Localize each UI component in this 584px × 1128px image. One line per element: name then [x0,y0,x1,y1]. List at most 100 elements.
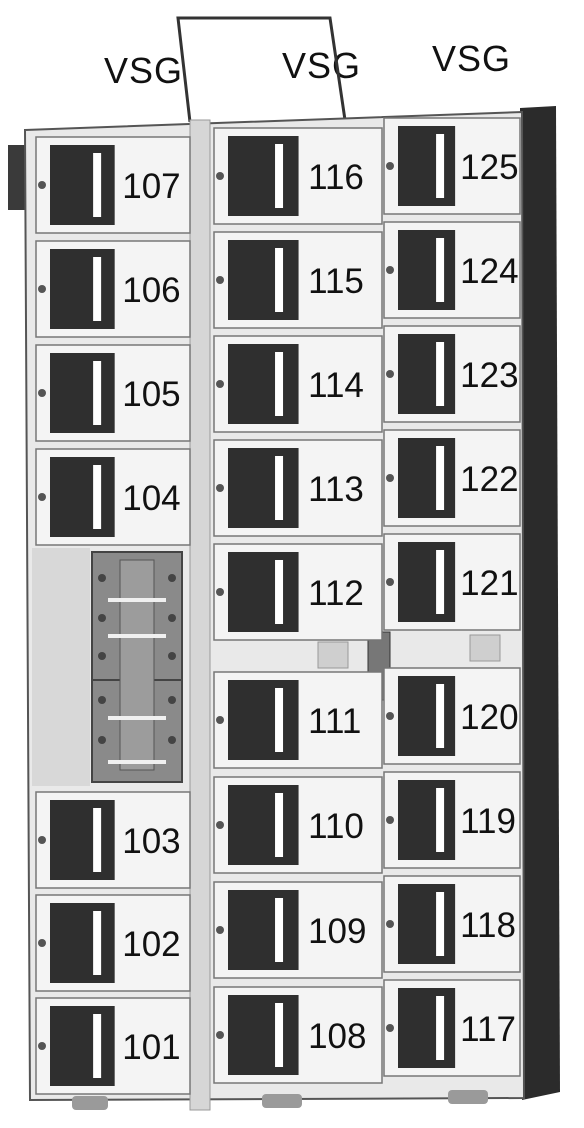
right-frame [520,106,560,1100]
module-number: 116 [308,158,364,197]
module-slot [275,352,283,416]
module-body [398,230,455,310]
module-slot [275,898,283,962]
module-slot [436,238,444,302]
module-body [228,552,299,632]
module-115: 115 [214,232,382,328]
module-slot [275,688,283,752]
module-121: 121 [384,534,520,630]
module-number: 123 [460,356,518,395]
module-screw [216,821,224,829]
module-slot [275,144,283,208]
module-body [50,249,115,329]
module-slot [436,446,444,510]
module-104: 104 [36,449,190,545]
module-number: 114 [308,366,364,405]
module-slot [93,361,101,425]
vertical-rail [190,120,210,1110]
module-screw [216,716,224,724]
module-number: 104 [122,479,180,518]
module-number: 112 [308,574,364,613]
module-screw [386,474,394,482]
module-screw [38,389,46,397]
module-slot [275,560,283,624]
module-body [50,457,115,537]
module-slot [275,793,283,857]
module-slot [93,911,101,975]
module-114: 114 [214,336,382,432]
module-105: 105 [36,345,190,441]
module-body [228,136,299,216]
module-102: 102 [36,895,190,991]
module-body [50,353,115,433]
module-screw [386,578,394,586]
module-113: 113 [214,440,382,536]
module-body [398,334,455,414]
module-122: 122 [384,430,520,526]
module-slot [436,892,444,956]
module-screw [38,285,46,293]
module-slot [436,134,444,198]
module-number: 122 [460,460,518,499]
module-slot [275,248,283,312]
module-number: 117 [460,1010,516,1049]
module-slot [436,788,444,852]
module-body [50,145,115,225]
module-body [398,780,455,860]
module-screw [38,939,46,947]
module-slot [93,808,101,872]
module-screw [386,1024,394,1032]
module-screw [216,380,224,388]
module-screw [386,370,394,378]
module-number: 106 [122,271,180,310]
module-body [50,1006,115,1086]
module-slot [93,1014,101,1078]
module-body [398,542,455,622]
module-screw [38,1042,46,1050]
module-number: 124 [460,252,518,291]
module-number: 107 [122,167,180,206]
module-screw [216,484,224,492]
module-number: 119 [460,802,516,841]
module-109: 109 [214,882,382,978]
module-slot [436,996,444,1060]
module-body [398,126,455,206]
module-body [398,438,455,518]
module-125: 125 [384,118,520,214]
module-number: 115 [308,262,364,301]
module-124: 124 [384,222,520,318]
module-slot [436,684,444,748]
module-111: 111 [214,672,382,768]
module-slot [436,342,444,406]
module-number: 110 [308,807,364,846]
module-108: 108 [214,987,382,1083]
module-120: 120 [384,668,520,764]
module-screw [38,836,46,844]
foot-middle [262,1094,302,1108]
module-number: 103 [122,822,180,861]
terminal-block [92,552,182,782]
module-slot [93,465,101,529]
module-screw [38,181,46,189]
top-bracket [178,18,345,122]
module-number: 108 [308,1017,366,1056]
module-screw [386,712,394,720]
side-plate [32,548,90,786]
module-117: 117 [384,980,520,1076]
module-number: 118 [460,906,516,945]
module-116: 116 [214,128,382,224]
module-number: 121 [460,564,518,603]
module-body [50,800,115,880]
module-body [228,448,299,528]
module-119: 119 [384,772,520,868]
module-number: 109 [308,912,366,951]
module-screw [386,266,394,274]
module-body [50,903,115,983]
module-112: 112 [214,544,382,640]
module-slot [93,257,101,321]
module-body [228,890,299,970]
module-103: 103 [36,792,190,888]
module-body [398,884,455,964]
gap-bar-left [318,642,348,668]
module-body [228,785,299,865]
